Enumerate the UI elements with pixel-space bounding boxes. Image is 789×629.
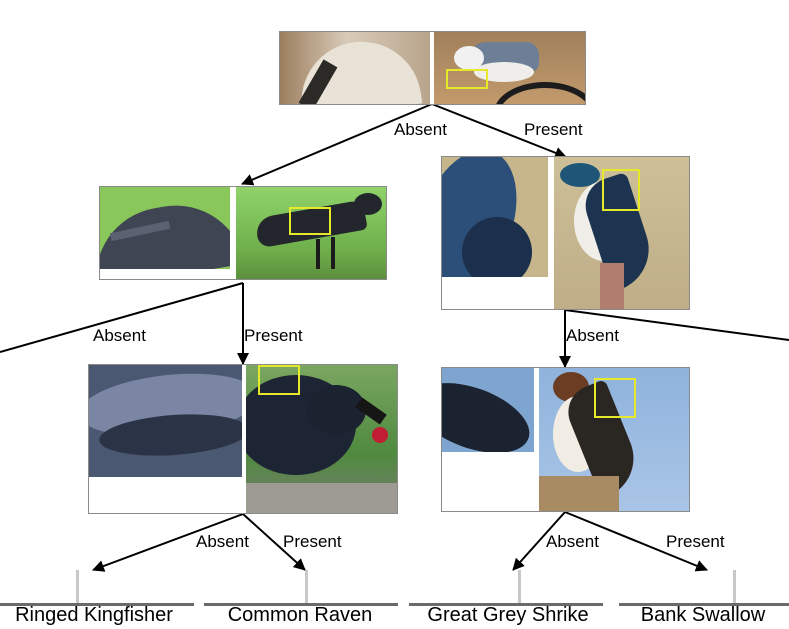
edge-root-present: [431, 103, 567, 159]
tree-swallow-region-box: [602, 169, 640, 211]
leaf-label-ringed-kingfisher: Ringed Kingfisher: [15, 604, 173, 626]
root-present-label: Present: [524, 120, 583, 139]
edge-right-present: [564, 309, 789, 341]
crow-present-label: Present: [244, 326, 303, 345]
raven-patch-image: [89, 365, 242, 477]
leaf-ringed-kingfisher: [0, 570, 194, 606]
swallow-present-label: Present: [666, 532, 725, 551]
root-patch-image: [280, 32, 430, 104]
crow-absent-label: Absent: [93, 326, 146, 345]
root-full-image: [434, 32, 585, 104]
edge-left-absent: [0, 282, 244, 353]
crow-region-box: [289, 207, 331, 235]
raven-absent-label: Absent: [196, 532, 249, 551]
raven-present-label: Present: [283, 532, 342, 551]
edge-root-absent: [241, 103, 433, 186]
tree-swallow-absent-label: Absent: [566, 326, 619, 345]
swallow-patch-image: [442, 368, 534, 452]
edge-raven-absent: [92, 513, 244, 572]
root-region-box: [446, 69, 488, 89]
swallow-region-box: [594, 378, 636, 418]
tree-swallow-full-image: [554, 157, 689, 309]
node-swallow: [441, 367, 690, 512]
swallow-absent-label: Absent: [546, 532, 599, 551]
crow-full-image: [236, 187, 386, 279]
node-tree-swallow: [441, 156, 690, 310]
root-absent-label: Absent: [394, 120, 447, 139]
edge-swallow-present: [564, 511, 708, 572]
raven-region-box: [258, 365, 300, 395]
swallow-full-image: [539, 368, 689, 511]
crow-patch-image: [100, 187, 230, 269]
leaf-label-great-grey-shrike: Great Grey Shrike: [427, 604, 589, 626]
node-raven: [88, 364, 398, 514]
node-root: [279, 31, 586, 105]
node-crow: [99, 186, 387, 280]
leaf-bank-swallow: [619, 570, 789, 606]
leaf-common-raven: [204, 570, 398, 606]
leaf-label-common-raven: Common Raven: [227, 604, 373, 626]
raven-full-image: [246, 365, 397, 513]
edge-raven-present: [242, 513, 306, 571]
edge-swallow-absent: [512, 511, 566, 571]
tree-swallow-patch-image: [442, 157, 548, 277]
leaf-label-bank-swallow: Bank Swallow: [640, 604, 766, 626]
leaf-great-grey-shrike: [409, 570, 603, 606]
